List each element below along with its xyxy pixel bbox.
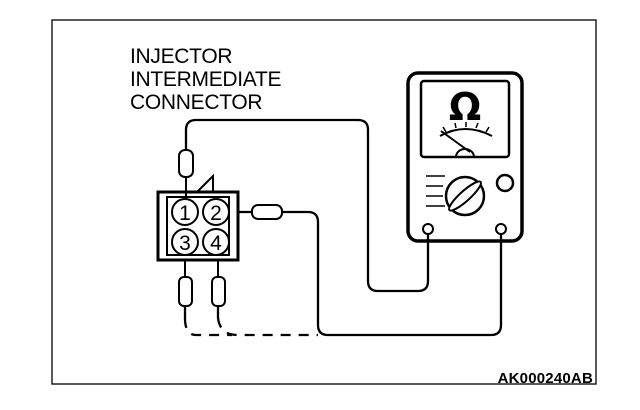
connector-latch <box>194 173 214 193</box>
pin-4-label: 4 <box>210 232 222 255</box>
pin-1-label: 1 <box>179 202 191 225</box>
probe-pin1 <box>178 149 194 178</box>
zero-adjust-knob <box>495 173 515 193</box>
harness-terminal-3 <box>178 276 193 307</box>
ohmmeter-icon: Ω <box>406 71 524 243</box>
meter-display <box>419 79 511 159</box>
scale-tick <box>475 122 479 129</box>
scale-tick <box>442 126 447 133</box>
connector-inner <box>166 196 230 256</box>
lead-pin1-to-meter <box>184 118 430 293</box>
connector-label-line-3: CONNECTOR <box>130 91 263 114</box>
harness-wire-dashed <box>183 317 232 337</box>
injector-connector: 1 2 3 4 <box>156 173 240 262</box>
pin-2-label: 2 <box>210 202 222 225</box>
ohm-symbol: Ω <box>449 85 481 129</box>
scale-tick <box>485 126 490 133</box>
pin-3 <box>171 228 199 256</box>
needle-pivot <box>455 148 475 158</box>
connector-label-line-2: INTERMEDIATE <box>130 68 282 91</box>
harness-wire-dashed <box>216 317 318 337</box>
pin-2 <box>202 198 230 226</box>
test-leads <box>183 118 503 337</box>
lead-pin2-to-meter <box>282 210 503 337</box>
harness-terminal-4 <box>211 276 226 307</box>
figure-code: AK000240AB <box>497 370 593 387</box>
range-selector-dial <box>444 175 486 217</box>
probe-pin2 <box>251 204 283 220</box>
pin-3-label: 3 <box>179 232 191 255</box>
test-probes <box>178 149 283 307</box>
scale-tick <box>454 122 457 129</box>
figure-frame <box>51 19 597 385</box>
connector-label-line-1: INJECTOR <box>130 45 233 68</box>
pin-4 <box>202 228 230 256</box>
dial-pointer <box>448 180 482 212</box>
